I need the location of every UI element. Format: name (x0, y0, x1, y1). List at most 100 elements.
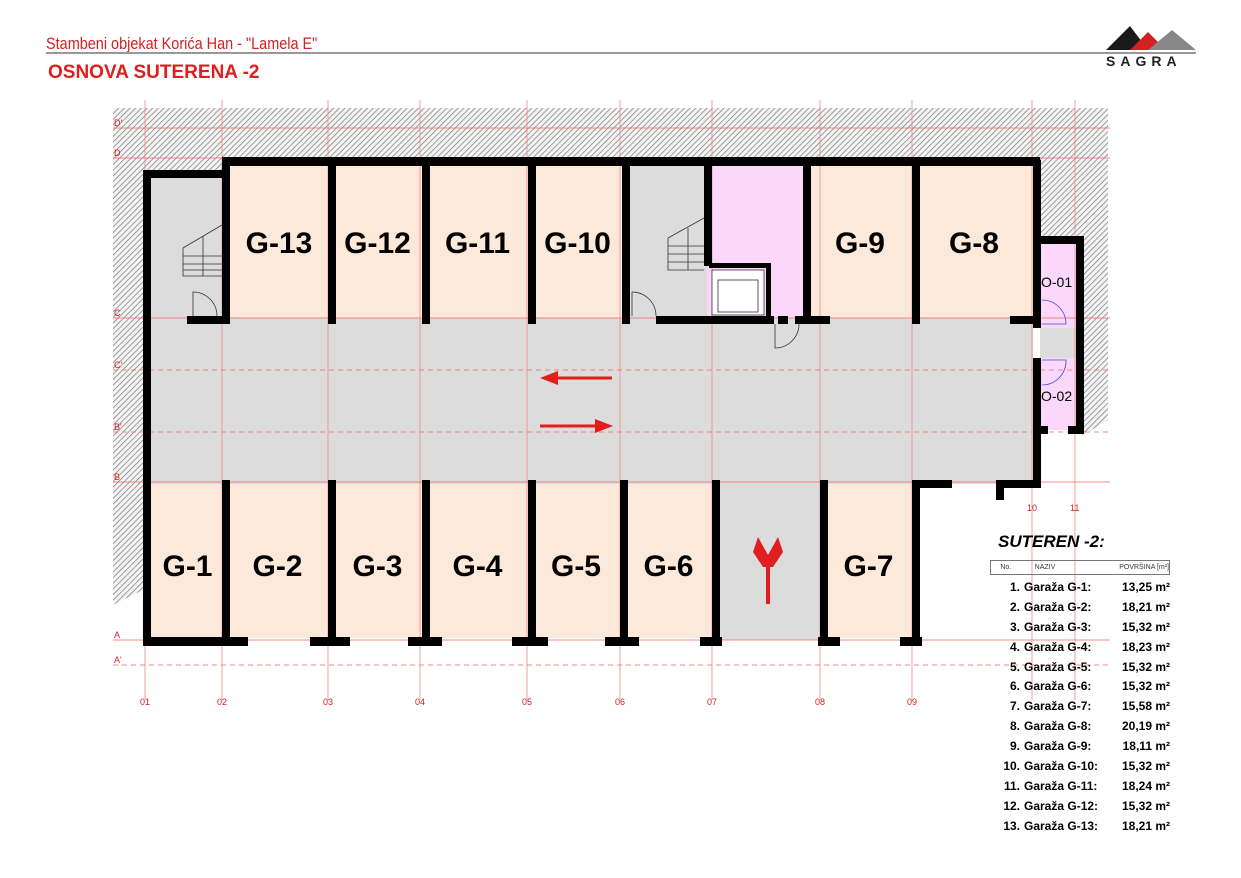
legend-row: 4.Garaža G-4:18,23 m² (990, 637, 1170, 657)
legend-area: 15,32 m² (1121, 798, 1170, 813)
grid-row-label: D (114, 148, 121, 158)
legend-row: 8. Garaža G-8: 20,19 m² (990, 716, 1170, 736)
legend-no: 8. (1009, 719, 1020, 734)
legend-row: 11. Garaža G-11: 18,24 m² (990, 776, 1170, 796)
header-no: No. (1000, 564, 1012, 571)
logo-text: SAGRA (1106, 53, 1182, 69)
garage-G-11 (425, 166, 530, 318)
direction-arrows-icon (540, 371, 613, 433)
garage-G-3 (330, 484, 425, 638)
door-swings (192, 291, 1067, 386)
storage-label: O-01 (1041, 274, 1072, 290)
legend-row: 13. Garaža G-13: 18,21 m² (990, 816, 1170, 836)
garage-G-1 (150, 484, 225, 638)
legend-area: 15,58 m² (1121, 699, 1170, 714)
room-label: G-1 (162, 550, 212, 583)
garage-G-2 (225, 484, 330, 638)
legend-name: Garaža G-13: (1024, 818, 1099, 833)
legend-no: 11. (1003, 778, 1020, 793)
legend-name: Garaža G-9: (1024, 739, 1092, 754)
legend-area: 18,23 m² (1121, 639, 1170, 654)
legend-area: 13,25 m² (1121, 579, 1170, 594)
garage-G-5 (530, 484, 622, 638)
grid-col-label: 08 (815, 697, 825, 707)
elevator-icon (711, 269, 765, 316)
legend-no: 2. (1009, 599, 1020, 614)
legend-name: Garaža G-10: (1024, 758, 1099, 773)
legend-no: 10. (1003, 758, 1020, 773)
room-label: G-13 (246, 227, 313, 260)
sheet-title: OSNOVA SUTERENA -2 (48, 62, 260, 83)
ramp-arrow-icon (753, 537, 783, 604)
header-rule (46, 52, 1196, 54)
legend-name: Garaža G-2: (1024, 599, 1092, 614)
legend-no: 12. (1003, 798, 1020, 813)
room-label: G-4 (452, 550, 502, 583)
legend-name: Garaža G-12: (1024, 798, 1099, 813)
stairs-icon (182, 217, 705, 277)
grid-col-label: 06 (615, 697, 625, 707)
grid-col-label: 07 (707, 697, 717, 707)
legend-row: 6.Garaža G-6:15,32 m² (990, 676, 1170, 696)
room-label: G-5 (551, 550, 601, 583)
legend-no: 4. (1009, 639, 1020, 654)
garage-G-10 (530, 166, 625, 318)
legend-row: 5.Garaža G-5:15,32 m² (990, 657, 1170, 677)
legend-area: 15,32 m² (1121, 659, 1170, 674)
legend-area: 18,21 m² (1121, 599, 1170, 614)
garage-G-9 (805, 166, 915, 318)
project-title: Stambeni objekat Korića Han - "Lamela E" (46, 34, 318, 53)
garage-G-8 (915, 166, 1033, 318)
legend-row: 12. Garaža G-12: 15,32 m² (990, 796, 1170, 816)
room-label: G-7 (843, 550, 893, 583)
legend-name: Garaža G-7: (1024, 699, 1092, 714)
legend-title: SUTEREN -2: (998, 532, 1105, 551)
legend-area: 20,19 m² (1121, 719, 1170, 734)
grid-row-label: A' (114, 655, 122, 665)
legend-no: 3. (1009, 619, 1020, 634)
legend-no: 9. (1009, 739, 1020, 754)
room-label: G-9 (835, 227, 885, 260)
garage-G-7 (822, 484, 915, 638)
grid-row-label: C' (114, 360, 122, 370)
legend-area: 15,32 m² (1121, 619, 1170, 634)
grid-row-label: B' (114, 422, 122, 432)
legend-area: 18,11 m² (1122, 739, 1170, 754)
storage-label: O-02 (1041, 388, 1072, 404)
walls (143, 157, 1084, 646)
grid-col-label: 01 (140, 697, 150, 707)
legend-row: 10. Garaža G-10: 15,32 m² (990, 756, 1170, 776)
garage-G-13 (228, 166, 330, 318)
garage-G-6 (622, 484, 715, 638)
legend-header: No. NAZIV POVRŠINA [m²] (990, 560, 1170, 575)
legend-row: 1.Garaža G-1:13,25 m² (990, 577, 1170, 597)
grid-row-label: D' (114, 118, 122, 128)
garage-G-4 (425, 484, 530, 638)
header-name: NAZIV (1034, 564, 1056, 571)
grid-col-label: 04 (415, 697, 425, 707)
legend-area: 15,32 m² (1121, 758, 1170, 773)
room-label: G-8 (949, 227, 999, 260)
legend-row: 3. Garaža G-3: 15,32 m² (990, 617, 1170, 637)
room-label: G-11 (445, 227, 510, 260)
legend-area: 18,24 m² (1121, 778, 1170, 793)
grid-row-label: B (114, 472, 120, 482)
sagra-logo-icon (1106, 26, 1196, 50)
room-label: G-2 (252, 550, 302, 583)
legend-no: 7. (1009, 699, 1020, 714)
legend-area: 18,21 m² (1121, 818, 1170, 833)
legend-name: Garaža G-11: (1024, 778, 1098, 793)
legend-no: 13. (1003, 818, 1020, 833)
legend-row: 2. Garaža G-2: 18,21 m² (990, 597, 1170, 617)
area-legend: SUTEREN -2: No. NAZIV POVRŠINA [m²] 1.Ga… (990, 532, 1170, 836)
legend-row: 7. Garaža G-7: 15,58 m² (990, 696, 1170, 716)
room-label: G-3 (352, 550, 402, 583)
legend-no: 5. (1009, 659, 1020, 674)
grid-col-label: 05 (522, 697, 532, 707)
grid-col-label: 09 (907, 697, 917, 707)
legend-name: Garaža G-1: (1024, 579, 1092, 594)
legend-name: Garaža G-8: (1024, 719, 1092, 734)
legend-row: 9. Garaža G-9: 18,11 m² (990, 736, 1170, 756)
legend-name: Garaža G-3: (1024, 619, 1092, 634)
